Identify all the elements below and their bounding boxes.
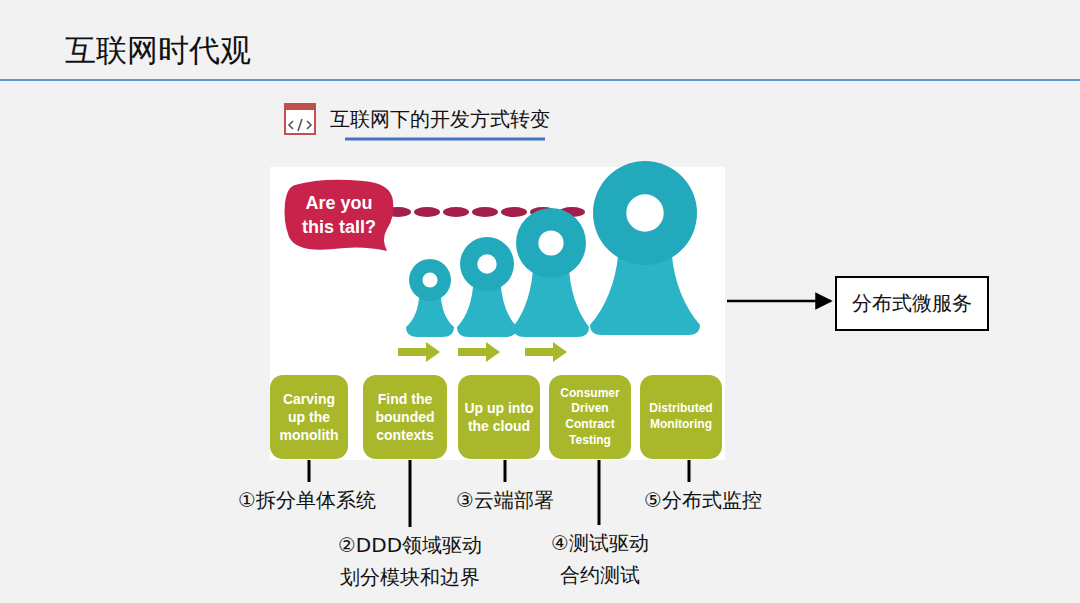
- box-text: Are you this tall?: [294, 191, 384, 239]
- code-icon: [285, 104, 315, 134]
- step-box: Carving up the monolith: [270, 375, 348, 459]
- question-blob: Are you this tall?: [283, 177, 395, 253]
- subtitle-underline: [345, 138, 545, 141]
- box-text: Distributed Monitoring: [644, 401, 718, 432]
- step-box: Up up into the cloud: [458, 375, 540, 459]
- step-caption: ②DDD领域驱动 划分模块和边界: [310, 529, 510, 593]
- step-caption: ④测试驱动 合约测试: [525, 527, 675, 591]
- green-arrows: [398, 342, 567, 362]
- box-label: 分布式微服务: [852, 290, 972, 317]
- step-box: Consumer Driven Contract Testing: [549, 375, 631, 459]
- illustration-panel: [270, 167, 725, 460]
- growing-figures: [406, 161, 700, 337]
- box-text: Consumer Driven Contract Testing: [553, 386, 627, 448]
- result-box: 分布式微服务: [835, 276, 989, 331]
- section-subtitle: 互联网下的开发方式转变: [330, 103, 550, 135]
- box-text: Find the bounded contexts: [367, 390, 443, 445]
- box-text: Carving up the monolith: [274, 390, 344, 445]
- step-caption: ③云端部署: [430, 484, 580, 516]
- header-rule: [0, 79, 1080, 81]
- blob-shape: [283, 177, 395, 253]
- result-arrow: [727, 300, 831, 303]
- step-box: Distributed Monitoring: [640, 375, 722, 459]
- step-caption: ①拆分单体系统: [212, 484, 402, 516]
- step-box: Find the bounded contexts: [363, 375, 447, 459]
- slide-title: 互联网时代观: [65, 30, 251, 72]
- box-text: Up up into the cloud: [462, 399, 536, 435]
- step-caption: ⑤分布式监控: [623, 484, 783, 516]
